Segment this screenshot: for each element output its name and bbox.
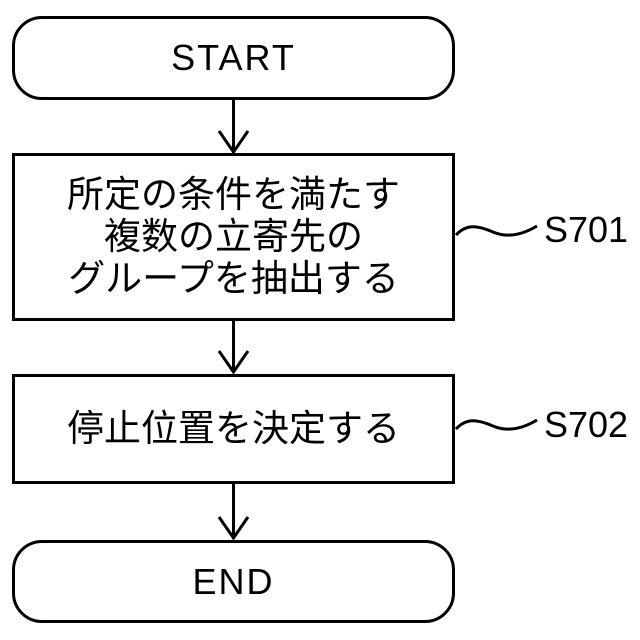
process-box-s701: 所定の条件を満たす 複数の立寄先の グループを抽出する <box>12 153 455 321</box>
flow-arrow-2-head <box>217 350 250 375</box>
process-s701-line2: 複数の立寄先の <box>104 216 363 257</box>
process-s702-label: 停止位置を決定する <box>67 408 400 449</box>
end-terminator: END <box>12 540 455 623</box>
step-reference-s702: S702 <box>544 404 629 445</box>
flow-arrow-1-head <box>217 130 250 155</box>
step-reference-s701: S701 <box>544 209 629 250</box>
reference-squiggle-s702 <box>454 418 538 431</box>
end-label: END <box>192 560 275 602</box>
start-terminator: START <box>12 16 455 100</box>
process-box-s702: 停止位置を決定する <box>12 374 455 484</box>
start-label: START <box>171 37 296 78</box>
process-s701-line3: グループを抽出する <box>68 258 399 299</box>
flow-arrow-3-head <box>217 516 250 541</box>
reference-squiggle-s701 <box>454 224 538 237</box>
process-s701-line1: 所定の条件を満たす <box>67 174 400 215</box>
